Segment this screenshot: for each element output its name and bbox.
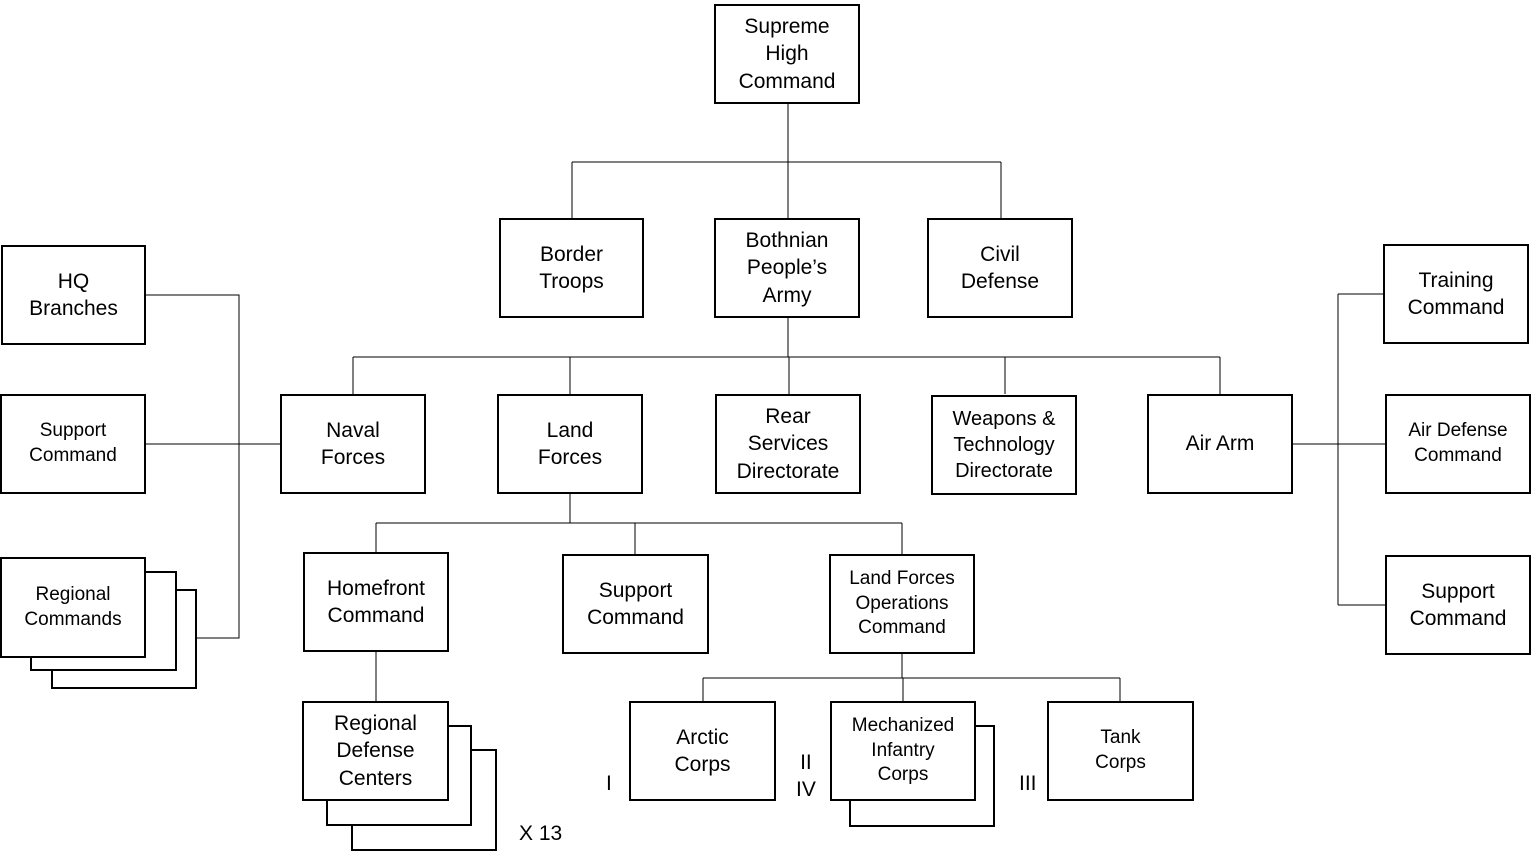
node-border-troops: Border Troops <box>499 218 644 318</box>
node-air-arm: Air Arm <box>1147 394 1293 494</box>
node-civil-defense: Civil Defense <box>927 218 1073 318</box>
node-land-forces: Land Forces <box>497 394 643 494</box>
node-support-command-land: Support Command <box>562 554 709 654</box>
node-bothnian-peoples-army: Bothnian People’s Army <box>714 218 860 318</box>
node-homefront-command: Homefront Command <box>303 552 449 652</box>
label-corps-iii: III <box>1019 772 1037 795</box>
connector-supreme <box>571 104 1002 218</box>
connector-land <box>375 494 903 554</box>
node-land-forces-operations-command: Land Forces Operations Command <box>829 554 975 654</box>
connector-left-group <box>145 294 281 639</box>
node-tank-corps: Tank Corps <box>1047 701 1194 801</box>
connector-lfoc <box>702 654 1121 701</box>
node-mechanized-infantry-corps: Mechanized Infantry Corps <box>830 701 976 801</box>
label-corps-i: I <box>606 772 612 795</box>
label-corps-ii-iv: II IV <box>796 751 816 802</box>
node-naval-forces: Naval Forces <box>280 394 426 494</box>
node-hq-branches: HQ Branches <box>1 245 146 345</box>
node-air-defense-command: Air Defense Command <box>1385 394 1531 494</box>
node-regional-defense-centers: Regional Defense Centers <box>302 701 449 801</box>
node-rear-services-directorate: Rear Services Directorate <box>715 394 861 494</box>
node-training-command: Training Command <box>1383 244 1529 344</box>
connector-army <box>352 318 1221 394</box>
node-supreme-high-command: Supreme High Command <box>714 4 860 104</box>
label-x13: X 13 <box>519 822 563 845</box>
node-arctic-corps: Arctic Corps <box>629 701 776 801</box>
node-weapons-technology-directorate: Weapons & Technology Directorate <box>931 395 1077 495</box>
connector-right-group <box>1292 293 1385 606</box>
node-regional-commands: Regional Commands <box>0 557 146 658</box>
node-support-command-right: Support Command <box>1385 555 1531 655</box>
node-support-command-left: Support Command <box>0 394 146 494</box>
